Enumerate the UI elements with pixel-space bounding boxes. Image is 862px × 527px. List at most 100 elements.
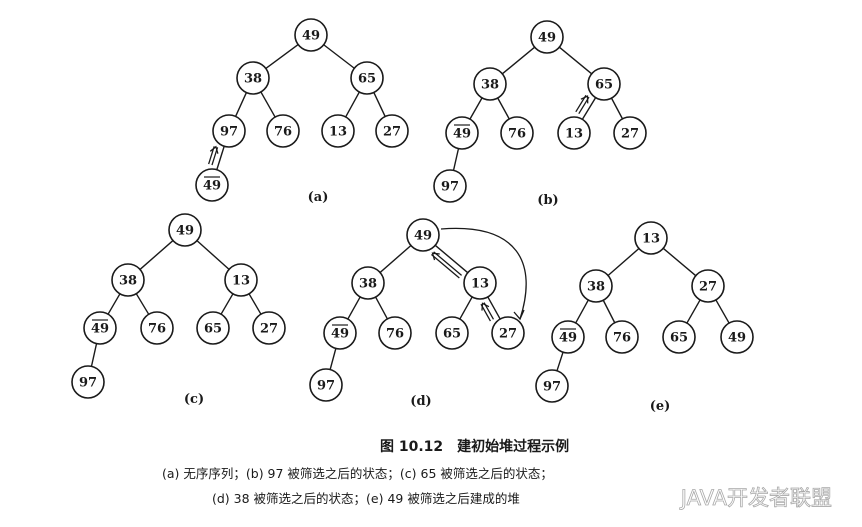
- tree-edge: [347, 296, 361, 320]
- heap-node: 49: [168, 213, 202, 247]
- heap-node: 38: [351, 266, 385, 300]
- node-circle: [557, 116, 591, 150]
- node-circle: [294, 18, 328, 52]
- heap-node: 65: [196, 311, 230, 345]
- node-circle: [375, 114, 409, 148]
- node-circle: [491, 316, 525, 350]
- node-circle: [579, 269, 613, 303]
- node-value: 13: [471, 277, 489, 292]
- heap-node: 49: [530, 20, 564, 54]
- node-value: 49: [453, 127, 471, 142]
- heap-node: 38: [236, 61, 270, 95]
- heap-node: 49: [551, 320, 585, 354]
- node-value: 27: [383, 125, 401, 140]
- node-circle: [473, 67, 507, 101]
- curved-arrowhead: [513, 309, 525, 321]
- node-circle: [435, 316, 469, 350]
- tree-edge: [345, 91, 360, 118]
- swap-marks-layer: [208, 94, 590, 322]
- heap-node: 27: [613, 116, 647, 150]
- node-circle: [720, 320, 754, 354]
- sift-down-curved-arrow: [440, 227, 527, 320]
- swap-arrowhead: [209, 145, 219, 154]
- node-value: 76: [148, 322, 166, 337]
- node-value: 97: [317, 379, 335, 394]
- tree-edge: [581, 97, 597, 120]
- panel-label: (e): [650, 399, 671, 414]
- node-circle: [691, 269, 725, 303]
- heap-node: 13: [224, 263, 258, 297]
- tree-edge: [607, 247, 640, 277]
- heap-node: 13: [557, 116, 591, 150]
- tree-edge: [374, 296, 389, 320]
- node-value: 97: [79, 376, 97, 391]
- node-circle: [378, 316, 412, 350]
- panel-label: (c): [184, 392, 204, 407]
- node-circle: [613, 116, 647, 150]
- node-value: 49: [302, 29, 320, 44]
- node-circle: [212, 114, 246, 148]
- heap-node: 49: [720, 320, 754, 354]
- heap-node: 97: [535, 369, 569, 403]
- heap-node: 97: [71, 365, 105, 399]
- node-circle: [140, 311, 174, 345]
- node-circle: [587, 67, 621, 101]
- tree-edge: [715, 299, 730, 324]
- figure-caption-title: 图 10.12 建初始堆过程示例: [380, 438, 569, 455]
- heap-node: 65: [662, 320, 696, 354]
- heap-node: 13: [463, 266, 497, 300]
- tree-edge: [216, 146, 225, 170]
- node-value: 65: [358, 72, 376, 87]
- figure-caption-line-2: (d) 38 被筛选之后的状态；(e) 49 被筛选之后建成的堆: [212, 491, 520, 506]
- node-circle: [111, 263, 145, 297]
- heap-node: 38: [111, 263, 145, 297]
- node-value: 97: [543, 380, 561, 395]
- node-value: 49: [414, 229, 432, 244]
- panel-label: (b): [537, 193, 558, 208]
- node-circle: [535, 369, 569, 403]
- heap-node: 76: [378, 316, 412, 350]
- tree-edge: [556, 351, 564, 372]
- tree-edge: [434, 244, 469, 274]
- node-circle: [662, 320, 696, 354]
- tree-edge: [497, 97, 510, 120]
- node-value: 97: [220, 125, 238, 140]
- node-value: 27: [621, 127, 639, 142]
- tree-edge: [107, 293, 121, 315]
- heap-node: 65: [435, 316, 469, 350]
- tree-edge: [610, 97, 624, 120]
- swap-arrowhead: [431, 252, 440, 261]
- node-value: 13: [565, 127, 583, 142]
- tree-edge: [323, 44, 355, 69]
- heap-node: 76: [140, 311, 174, 345]
- node-circle: [321, 114, 355, 148]
- heap-node: 49: [294, 18, 328, 52]
- tree-edge: [139, 240, 174, 270]
- node-circle: [266, 114, 300, 148]
- swap-indicator-line: [430, 254, 460, 279]
- tree-edge: [459, 296, 473, 320]
- node-value: 38: [119, 274, 137, 289]
- swap-indicator-line: [433, 251, 463, 276]
- node-value: 76: [274, 125, 292, 140]
- tree-edge: [135, 293, 150, 315]
- panel-labels-layer: (a)(b)(c)(d)(e): [184, 190, 670, 414]
- node-value: 27: [260, 322, 278, 337]
- node-value: 65: [443, 327, 461, 342]
- node-value: 49: [559, 331, 577, 346]
- node-circle: [252, 311, 286, 345]
- tree-edge: [686, 299, 701, 324]
- tree-edge: [501, 46, 536, 75]
- node-value: 38: [244, 72, 262, 87]
- node-value: 65: [204, 322, 222, 337]
- tree-edge: [90, 343, 98, 367]
- node-circle: [224, 263, 258, 297]
- tree-edge: [248, 293, 262, 315]
- node-value: 97: [441, 180, 459, 195]
- node-value: 76: [508, 127, 526, 142]
- heap-node: 76: [266, 114, 300, 148]
- edges-layer: [90, 43, 730, 372]
- heap-node: 27: [691, 269, 725, 303]
- node-value: 27: [499, 327, 517, 342]
